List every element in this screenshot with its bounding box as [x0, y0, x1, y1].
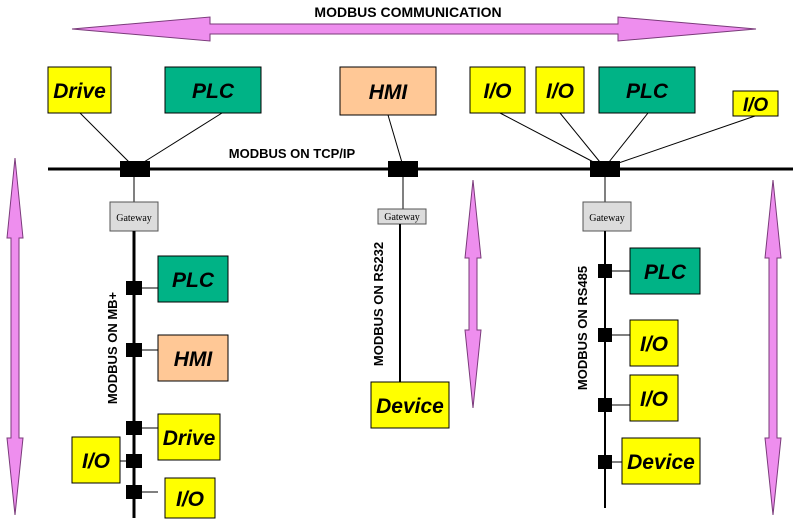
rs485-bus-label: MODBUS ON RS485	[575, 266, 590, 390]
rs485-device-label: Device	[627, 451, 695, 474]
mbplus-io-bottom-label: I/O	[176, 488, 204, 511]
rs485-io-1-label: I/O	[640, 333, 668, 356]
top-plc-left-label: PLC	[192, 80, 235, 103]
communication-arrow	[71, 16, 757, 42]
vertical-arrow-left	[6, 157, 24, 516]
middle-gateway: Gateway	[377, 208, 427, 225]
mbplus-drive-label: Drive	[163, 427, 216, 450]
top-connection-lines	[79, 112, 756, 168]
top-drive-box: Drive	[47, 66, 112, 114]
rs485-plc-label: PLC	[644, 261, 687, 284]
rs485-io-2-label: I/O	[640, 388, 668, 411]
tcpip-bus-label: MODBUS ON TCP/IP	[229, 146, 356, 161]
right-gateway-label: Gateway	[589, 213, 625, 224]
mbplus-drive-box: Drive	[157, 413, 221, 461]
top-io-1-label: I/O	[483, 80, 511, 103]
diagram-title: MODBUS COMMUNICATION	[314, 4, 501, 20]
mbplus-io-left-label: I/O	[82, 450, 110, 473]
left-gateway: Gateway	[109, 201, 159, 232]
top-hmi-box: HMI	[339, 66, 437, 116]
top-drive-label: Drive	[53, 80, 106, 103]
top-plc-left-box: PLC	[164, 66, 262, 114]
vertical-arrow-right	[764, 179, 782, 516]
rs485-stubs	[605, 270, 630, 463]
rs232-device-label: Device	[376, 395, 444, 418]
top-io-1-box: I/O	[469, 66, 526, 114]
rs485-connectors	[598, 264, 612, 469]
rs232-bus-label: MODBUS ON RS232	[371, 242, 386, 366]
top-io-2-box: I/O	[535, 66, 585, 114]
mbplus-plc-box: PLC	[157, 255, 229, 303]
mbplus-plc-label: PLC	[172, 269, 215, 292]
top-plc-right-box: PLC	[598, 66, 696, 114]
mbplus-hmi-box: HMI	[157, 334, 229, 382]
rs485-io-2-box: I/O	[629, 374, 679, 422]
mbplus-io-bottom-box: I/O	[164, 477, 216, 519]
top-hmi-label: HMI	[369, 81, 409, 104]
left-gateway-label: Gateway	[116, 213, 152, 224]
right-gateway: Gateway	[582, 201, 632, 232]
top-plc-right-label: PLC	[626, 80, 669, 103]
mbplus-hmi-label: HMI	[174, 348, 214, 371]
mbplus-io-left-box: I/O	[71, 436, 121, 484]
rs485-plc-box: PLC	[629, 247, 701, 295]
rs485-device-box: Device	[621, 437, 701, 485]
tcpip-connector-right	[590, 161, 620, 177]
top-io-2-label: I/O	[546, 80, 574, 103]
tcpip-connector-left	[120, 161, 150, 177]
mbplus-connectors	[126, 281, 142, 499]
vertical-arrow-middle	[464, 179, 482, 409]
top-io-3-box: I/O	[732, 90, 779, 117]
rs232-device-box: Device	[370, 381, 450, 429]
mbplus-bus-label: MODBUS ON MB+	[105, 291, 120, 404]
rs485-io-1-box: I/O	[629, 319, 679, 367]
top-io-3-label: I/O	[743, 95, 769, 116]
tcpip-connector-middle	[388, 161, 418, 177]
middle-gateway-label: Gateway	[384, 212, 420, 223]
